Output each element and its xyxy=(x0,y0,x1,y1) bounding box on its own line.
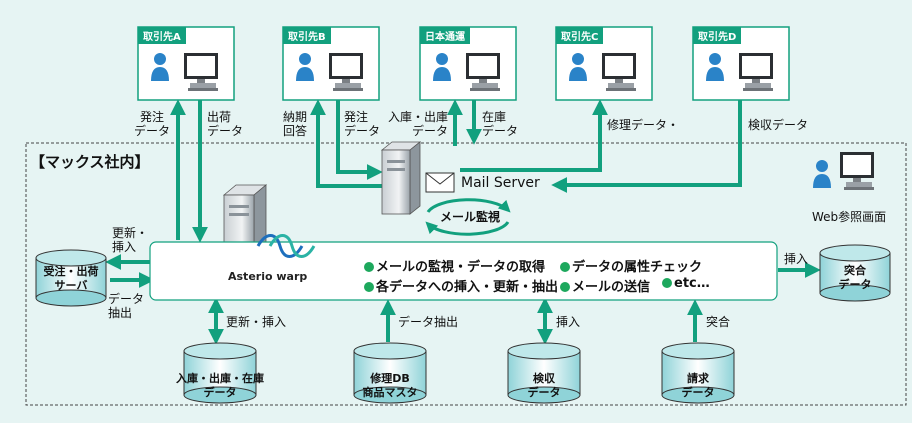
function-etc-text: etc… xyxy=(674,276,710,291)
inventory-action-label: 更新・挿入 xyxy=(226,315,287,329)
partner-d-label: 取引先D xyxy=(693,27,742,44)
inspection-db-label-1: 検収 xyxy=(533,372,555,385)
function-data-ops-text: 各データへの挿入・更新・抽出 xyxy=(376,280,559,295)
mail-monitor-loop xyxy=(425,198,511,236)
function-attr-check: データの属性チェック xyxy=(560,256,702,275)
nippon-express-label: 日本通運 xyxy=(420,27,470,44)
bullet-dot xyxy=(560,282,570,292)
order-shipping-server-db xyxy=(35,249,107,307)
function-attr-check-text: データの属性チェック xyxy=(572,260,703,275)
d-inspect-label: 検収データ xyxy=(748,118,809,132)
a-order-label-2: データ xyxy=(134,124,171,138)
reconcile-data-db xyxy=(819,244,891,302)
bullet-dot xyxy=(364,282,374,292)
inventory-db-label-2: データ xyxy=(203,386,237,399)
function-etc: etc… xyxy=(662,276,710,291)
b-order-label-1: 発注 xyxy=(344,110,369,124)
partner-a-label: 取引先A xyxy=(138,27,186,44)
right-insert-label: 挿入 xyxy=(784,252,809,266)
a-ship-label-1: 出荷 xyxy=(207,110,232,124)
mail-server-label: Mail Server xyxy=(461,175,540,191)
company-section-title: 【マックス社内】 xyxy=(30,153,150,171)
function-mail-monitor-text: メールの監視・データの取得 xyxy=(376,260,546,275)
right-db-label-2: データ xyxy=(838,278,872,291)
billing-action-label: 突合 xyxy=(706,315,731,329)
left-update-label-1: 更新・ xyxy=(112,226,149,240)
n-inout-label-2: データ xyxy=(412,124,449,138)
billing-db xyxy=(661,342,735,404)
inspection-action-label: 挿入 xyxy=(556,315,581,329)
envelope-icon xyxy=(425,172,455,193)
mail-monitor-label: メール監視 xyxy=(440,210,501,224)
billing-db-label-2: データ xyxy=(681,386,715,399)
function-mail-send-text: メールの送信 xyxy=(572,280,651,295)
mail-server-icon xyxy=(380,141,422,215)
left-db-label-2: サーバ xyxy=(54,279,88,292)
inspection-db xyxy=(507,342,581,404)
inventory-db xyxy=(183,342,257,404)
left-update-label-2: 挿入 xyxy=(112,240,137,254)
bullet-dot xyxy=(560,262,570,272)
left-db-label-1: 受注・出荷 xyxy=(43,265,99,278)
n-stock-label-1: 在庫 xyxy=(482,110,507,124)
repair-db xyxy=(353,342,427,404)
repair-db-label-1: 修理DB xyxy=(370,372,410,385)
bullet-dot xyxy=(662,278,672,288)
right-db-label-1: 突合 xyxy=(844,264,866,277)
web-view-label: Web参照画面 xyxy=(812,210,887,224)
partner-c-label: 取引先C xyxy=(556,27,604,44)
bullet-dot xyxy=(364,262,374,272)
billing-db-label-1: 請求 xyxy=(687,372,709,385)
n-stock-label-2: データ xyxy=(482,124,519,138)
inventory-db-label-1: 入庫・出庫・在庫 xyxy=(176,372,264,385)
a-ship-label-2: データ xyxy=(207,124,244,138)
function-data-ops: 各データへの挿入・更新・抽出 xyxy=(364,276,558,295)
flow-arrows xyxy=(105,99,821,345)
a-order-label-1: 発注 xyxy=(140,110,165,124)
b-order-label-2: データ xyxy=(344,124,381,138)
function-mail-monitor: メールの監視・データの取得 xyxy=(364,256,545,275)
web-view-terminal xyxy=(813,152,874,190)
inspection-db-label-2: データ xyxy=(527,386,561,399)
left-extract-label-1: データ xyxy=(108,292,145,306)
function-mail-send: メールの送信 xyxy=(560,276,650,295)
c-repair-label: 修理データ・ xyxy=(607,118,680,132)
partner-b-label: 取引先B xyxy=(283,27,331,44)
asteria-logo-text: Asterio warp xyxy=(228,270,308,283)
partner-a-box xyxy=(137,26,235,101)
repair-db-label-2: 商品マスタ xyxy=(362,386,418,399)
left-extract-label-2: 抽出 xyxy=(108,306,133,320)
b-delivery-label-2: 回答 xyxy=(283,124,308,138)
asteria-logo-icon xyxy=(256,234,316,258)
repair-action-label: データ抽出 xyxy=(398,315,459,329)
b-delivery-label-1: 納期 xyxy=(283,110,308,124)
n-inout-label-1: 入庫・出庫 xyxy=(388,110,449,124)
